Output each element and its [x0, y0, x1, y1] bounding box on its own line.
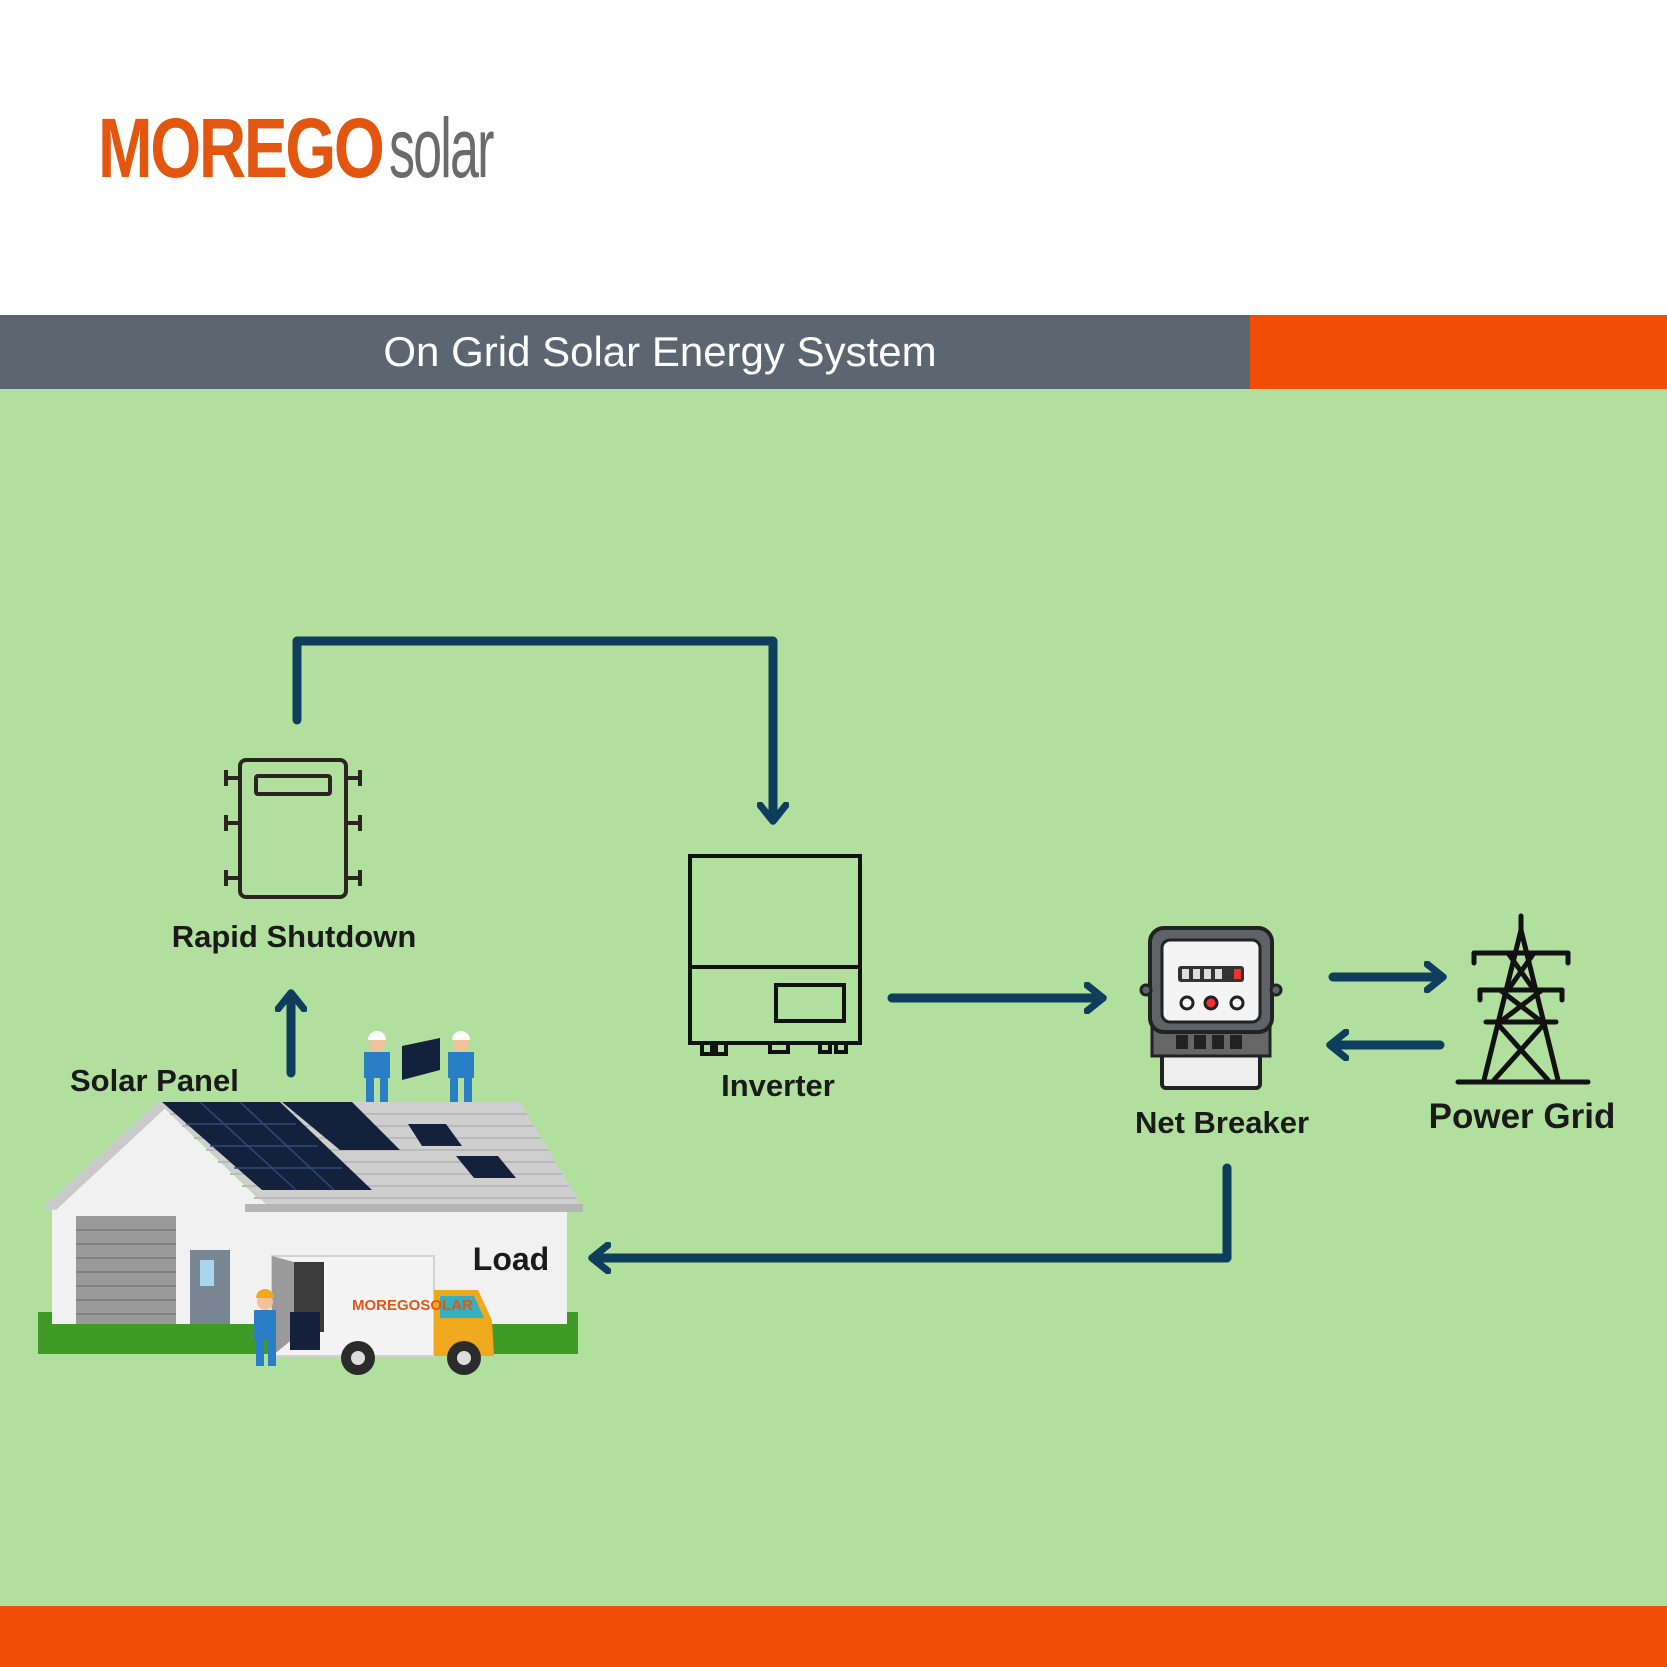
rapid-shutdown-icon: [224, 758, 362, 899]
page-title: On Grid Solar Energy System: [383, 328, 937, 375]
brand-logo-primary: MOREGO: [98, 101, 385, 195]
title-accent-block: [1250, 315, 1667, 389]
label-inverter: Inverter: [721, 1068, 835, 1103]
label-load: Load: [473, 1241, 549, 1277]
net-breaker-icon: [1139, 926, 1283, 1090]
arrow-breaker-to-load: [595, 1163, 1232, 1258]
delivery-truck-illustration: MOREGOSOLAR: [254, 1255, 494, 1375]
label-net-breaker: Net Breaker: [1135, 1105, 1309, 1140]
roof-workers-illustration: [364, 1031, 474, 1102]
title-bar: On Grid Solar Energy System: [0, 315, 1250, 389]
label-power-grid: Power Grid: [1429, 1097, 1616, 1136]
truck-brand-text: MOREGOSOLAR: [352, 1297, 473, 1314]
label-rapid-shutdown: Rapid Shutdown: [172, 919, 417, 954]
power-grid-tower-icon: [1455, 913, 1591, 1085]
inverter-icon: [688, 854, 862, 1056]
brand-logo-secondary: solar: [388, 101, 494, 195]
footer-bar: [0, 1606, 1667, 1667]
label-solar-panel: Solar Panel: [70, 1063, 239, 1098]
arrow-shutdown-to-inverter: [292, 636, 773, 818]
brand-logo: MOREGO solar: [98, 100, 556, 190]
